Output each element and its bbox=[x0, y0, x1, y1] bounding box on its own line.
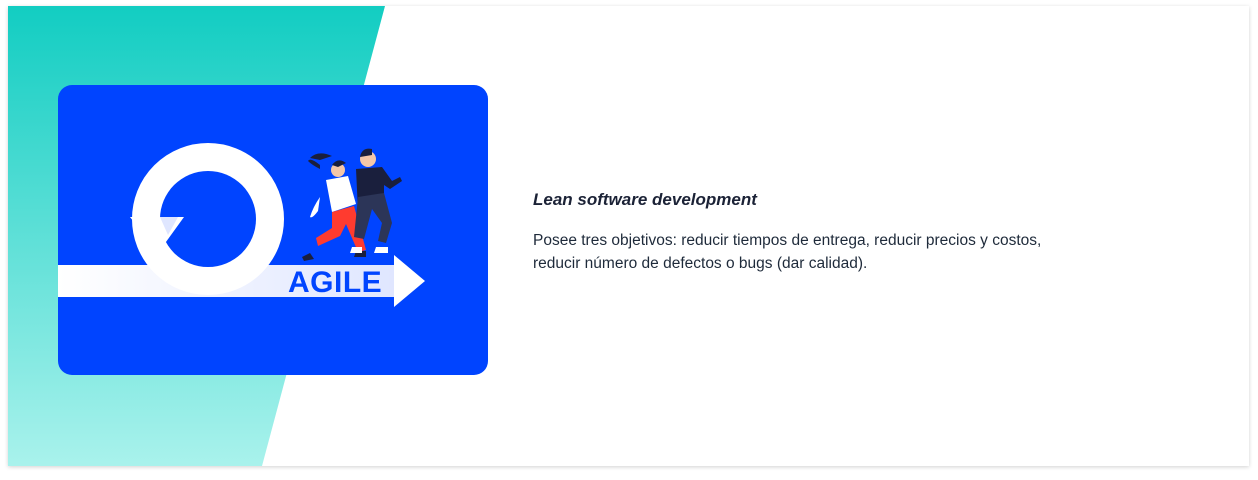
content-card: AGILE Lean software development Posee tr… bbox=[8, 6, 1249, 466]
person-man-running-icon bbox=[350, 148, 402, 253]
section-text: Lean software development Posee tres obj… bbox=[533, 189, 1093, 275]
section-body-line-1: Posee tres objetivos: reducir tiempos de… bbox=[533, 232, 1042, 249]
section-title: Lean software development bbox=[533, 190, 757, 209]
agile-illustration: AGILE bbox=[58, 85, 488, 375]
section-body-line-2: reducir número de defectos o bugs (dar c… bbox=[533, 255, 868, 272]
person-woman-running-icon bbox=[302, 153, 366, 261]
cycle-arrow-icon bbox=[130, 143, 284, 295]
agile-label: AGILE bbox=[288, 266, 383, 299]
section-body: Posee tres objetivos: reducir tiempos de… bbox=[533, 229, 1093, 275]
